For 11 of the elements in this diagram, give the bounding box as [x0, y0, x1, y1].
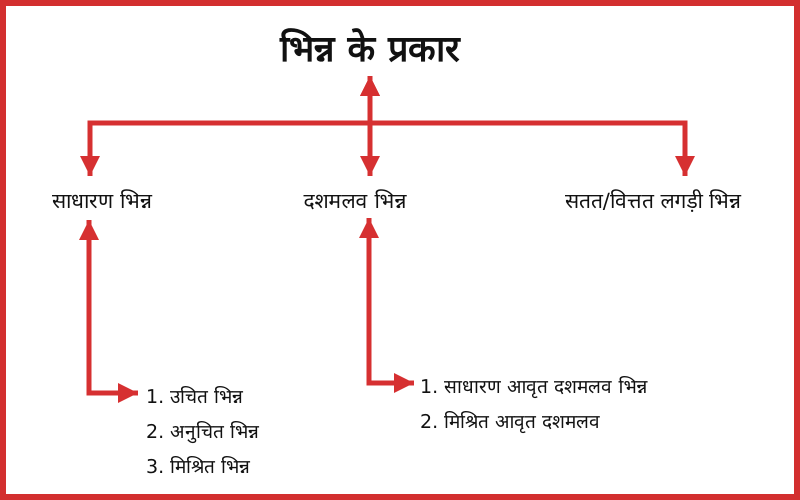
arrow — [359, 218, 414, 393]
list-item: 2. अनुचित भिन्न — [146, 420, 260, 446]
arrow — [79, 220, 138, 403]
list-item: 2. मिश्रित आवृत दशमलव — [420, 410, 602, 436]
category-label: सतत/वित्तत लगड़ी भिन्न — [564, 188, 742, 215]
category-label: दशमलव भिन्न — [304, 188, 406, 215]
list-item: 1. उचित भिन्न — [146, 385, 244, 410]
title: भिन्न के प्रकार — [280, 28, 460, 72]
category-label: साधारण भिन्न — [52, 188, 152, 215]
list-item: 1. साधारण आवृत दशमलव भिन्न — [420, 375, 648, 400]
list-item: 3. मिश्रित भिन्न — [146, 455, 252, 480]
